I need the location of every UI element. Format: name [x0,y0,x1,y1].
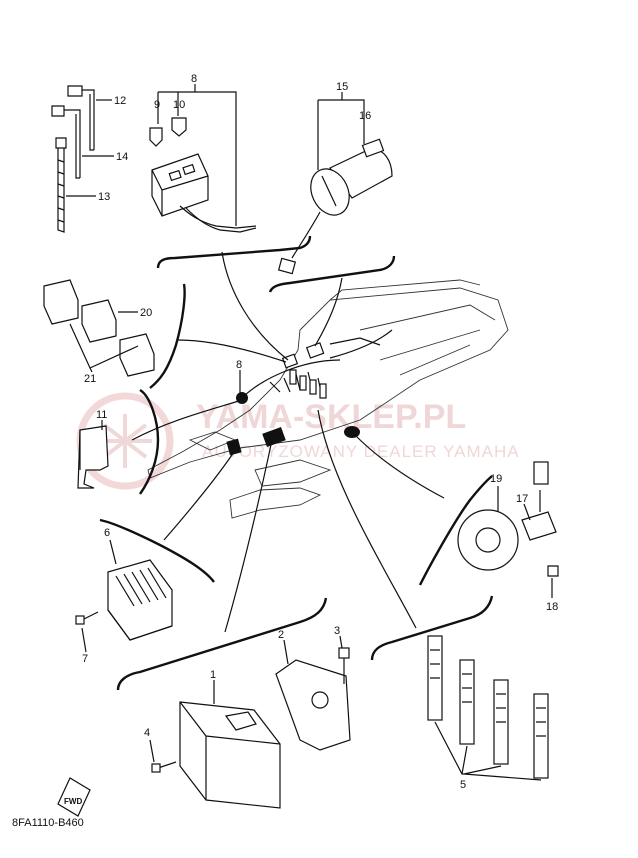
fwd-label: FWD [64,797,82,806]
callout-14: 14 [116,151,128,163]
callout-2: 2 [278,629,284,641]
callout-19: 19 [490,473,502,485]
pickup-assembly [457,461,559,577]
callout-10: 10 [173,99,185,111]
callout-17: 17 [516,493,528,505]
main-switch [277,138,393,275]
callout-21: 21 [84,373,96,385]
callout-1: 1 [210,669,216,681]
callout-3: 3 [334,625,340,637]
diagram-code: 8FA1110-B460 [12,817,84,829]
watermark-title: YAMA-SKLEP.PL [196,398,466,436]
ignition-coils [427,635,549,779]
watermark-subtitle: AUTORYZOWANY DEALER YAMAHA [202,442,520,461]
callout-7: 7 [82,653,88,665]
callout-11: 11 [96,409,107,421]
watermark: YAMA-SKLEP.PL AUTORYZOWANY DEALER YAMAHA [76,392,520,490]
section-brackets [99,235,494,691]
fuse-box [149,117,257,233]
callout-15: 15 [336,81,348,93]
rectifier-regulator [75,559,173,641]
callout-labels: 8 9 10 12 14 13 15 16 20 21 8 11 6 7 1 2… [66,73,558,791]
callout-5: 5 [460,779,466,791]
clamp [77,425,109,489]
fwd-arrow-icon: FWD [57,777,91,817]
leader-lines [131,251,445,633]
callout-9: 9 [154,99,160,111]
callout-6: 6 [104,527,110,539]
ecu-unit [151,647,351,809]
watermark-logo-mark [98,414,152,468]
relays [43,279,155,377]
callout-12: 12 [114,95,126,107]
callout-16: 16 [359,110,371,122]
cable-ties [51,85,95,233]
callout-13: 13 [98,191,110,203]
callout-8: 8 [191,73,197,85]
callout-18: 18 [546,601,558,613]
callout-8-harness: 8 [236,359,242,371]
callout-20: 20 [140,307,152,319]
callout-4: 4 [144,727,150,739]
